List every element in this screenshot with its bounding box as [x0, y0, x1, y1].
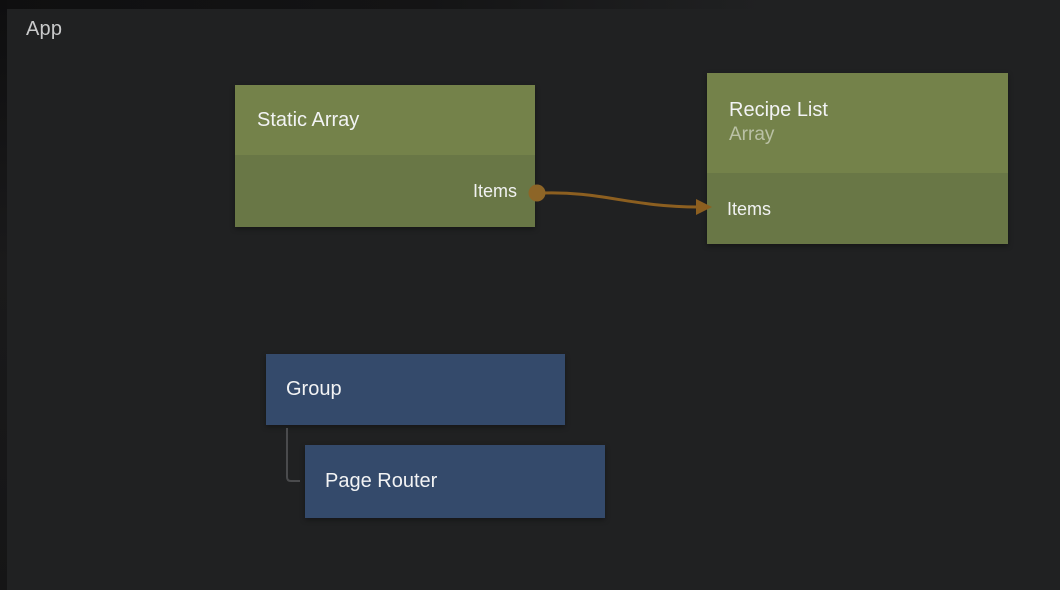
canvas-top-shadow: [0, 0, 1060, 9]
node-title: Static Array: [257, 108, 360, 131]
node-header: Recipe List Array: [707, 73, 1008, 173]
node-header: Group: [266, 354, 565, 425]
node-header: Page Router: [305, 445, 605, 518]
node-subtitle: Array: [729, 124, 775, 146]
node-title: Page Router: [325, 470, 438, 492]
output-port-items[interactable]: Items: [472, 181, 517, 201]
node-body: Items: [235, 155, 535, 227]
node-static-array[interactable]: Static Array Items: [235, 85, 535, 227]
node-title: Group: [286, 378, 342, 400]
node-group[interactable]: Group: [266, 354, 565, 425]
breadcrumb[interactable]: App: [26, 18, 63, 40]
node-title: Recipe List: [729, 99, 828, 122]
node-header: Static Array: [235, 85, 535, 155]
canvas-left-shadow: [0, 0, 7, 590]
node-recipe-list[interactable]: Recipe List Array Items: [707, 73, 1008, 244]
hierarchy-connector-group-pagerouter: [286, 428, 300, 482]
node-body: Items: [707, 173, 1008, 244]
input-port-items[interactable]: Items: [727, 198, 772, 219]
connection-items-wire[interactable]: [528, 184, 713, 216]
node-page-router[interactable]: Page Router: [305, 445, 605, 518]
